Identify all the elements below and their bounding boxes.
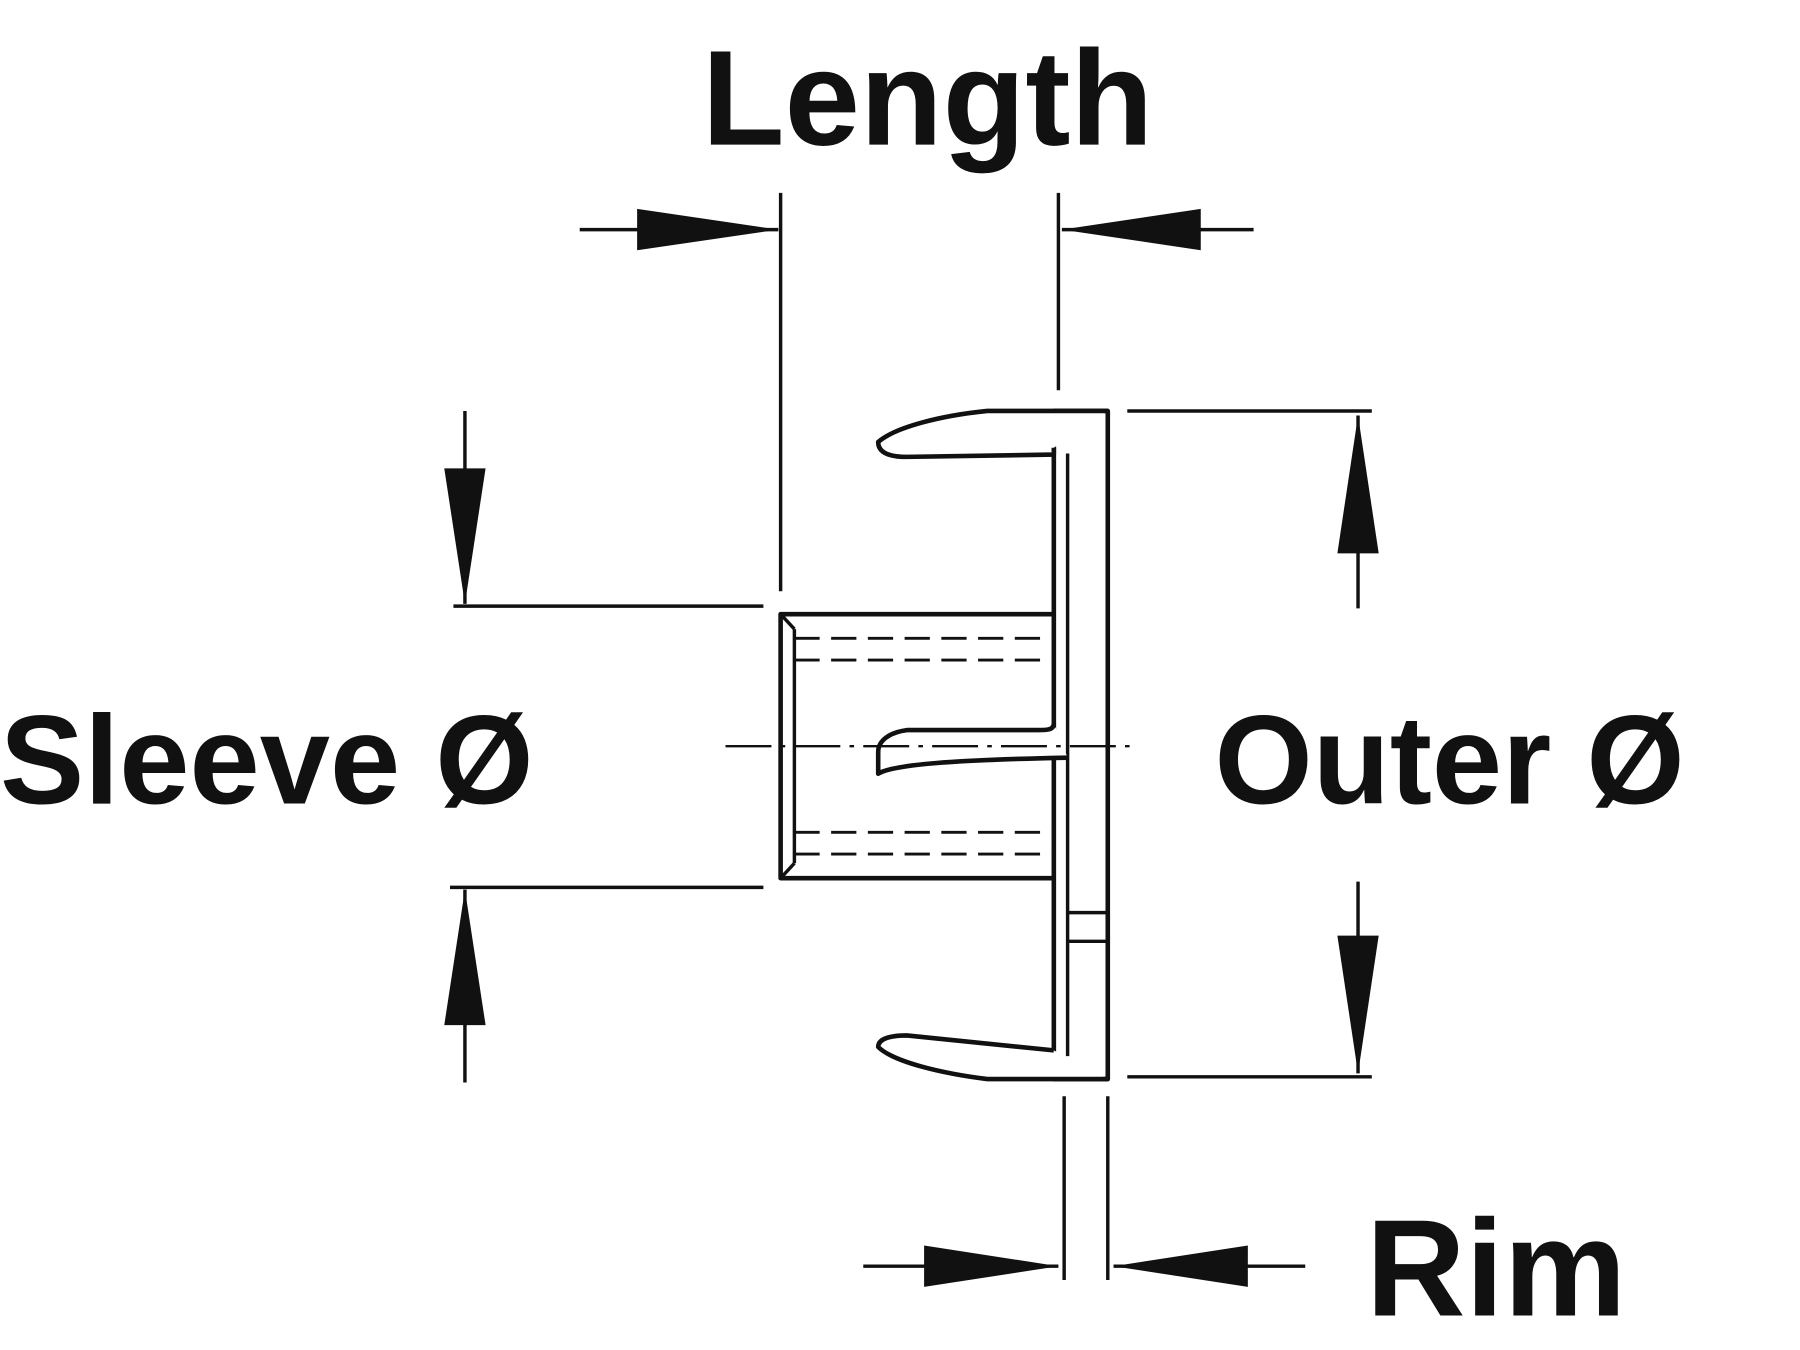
bottom-prong <box>875 1033 1108 1082</box>
sleeve-arrow-top <box>444 468 486 604</box>
sleeve-arrow-bottom <box>444 889 486 1026</box>
rim-arrow-left <box>924 1245 1059 1287</box>
rim-dimension <box>863 1096 1306 1287</box>
middle-prong <box>875 722 1068 777</box>
length-arrow-right <box>1061 208 1201 251</box>
length-label: Length <box>702 22 1153 174</box>
sleeve-diameter-label: Sleeve Ø <box>0 690 534 831</box>
top-prong <box>875 408 1108 460</box>
sleeve-chamfer-top <box>779 612 796 631</box>
outer-arrow-bottom <box>1337 935 1379 1074</box>
outer-diameter-label: Outer Ø <box>1215 690 1685 831</box>
length-arrow-left <box>637 208 779 251</box>
sleeve-part <box>725 408 1137 1082</box>
rim-label: Rim <box>1366 1192 1626 1346</box>
outer-arrow-top <box>1337 415 1379 554</box>
sleeve-diameter-dimension <box>444 410 764 1083</box>
outer-diameter-dimension <box>1127 409 1379 1079</box>
rim-arrow-right <box>1113 1245 1248 1287</box>
sleeve-chamfer-bottom <box>779 862 796 880</box>
length-dimension <box>579 192 1254 592</box>
